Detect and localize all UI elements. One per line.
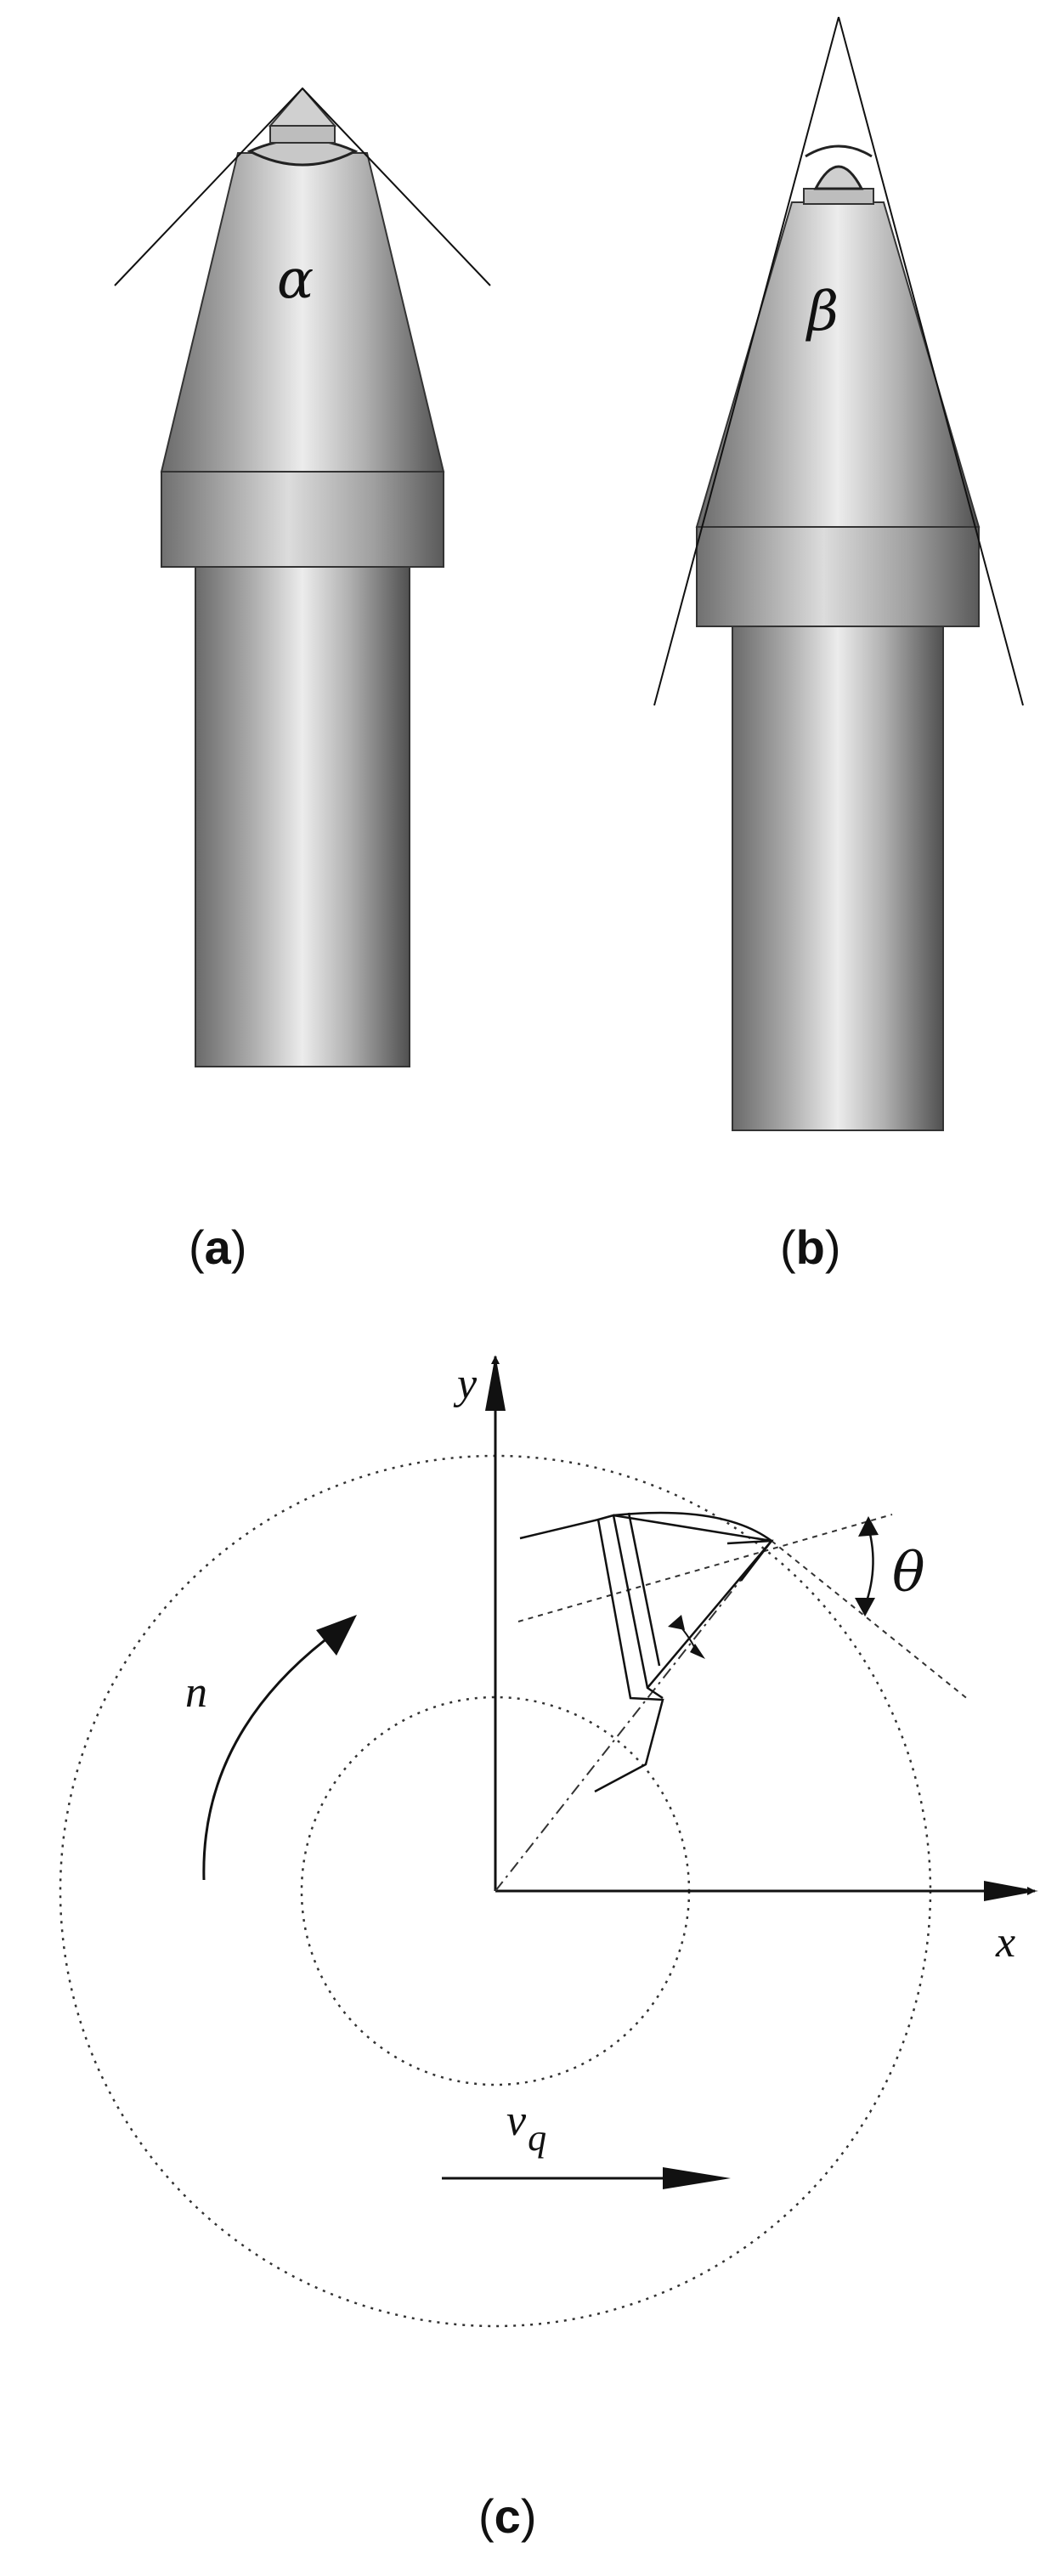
pick-a-tip-point	[268, 87, 337, 127]
pick-a-cone	[160, 152, 445, 473]
pick-axis-dashdot-line	[495, 1540, 772, 1892]
pick-b-tip-point	[813, 165, 864, 190]
pick-a-collar	[161, 471, 444, 568]
pick-body-outline	[597, 1514, 664, 1700]
pick-b-cone-tangent-left	[653, 16, 839, 706]
pick-outline	[519, 1511, 774, 1793]
angle-alpha-label: α	[277, 248, 314, 311]
pick-b-cone-tangent-right	[838, 16, 1024, 706]
panel-a-label: (a)	[189, 1220, 246, 1274]
x-axis-arrowhead	[984, 1881, 1038, 1901]
pick-b-tip-cap	[805, 144, 873, 158]
pick-holder-outline	[519, 1518, 664, 1793]
radial-dashed-line	[517, 1514, 893, 1622]
pick-a-cone-tangent-right	[302, 88, 491, 286]
pick-b: β	[653, 16, 1024, 1131]
tangent-dashed-line	[771, 1540, 969, 1701]
pick-cone-arc	[613, 1511, 772, 1543]
pick-a-tip-step	[269, 125, 336, 144]
rotation-arrowhead	[316, 1615, 357, 1656]
y-axis-arrowhead	[485, 1355, 506, 1411]
pick-tip-triangle	[726, 1539, 774, 1582]
pick-b-cone	[695, 201, 981, 528]
angle-beta-label: β	[805, 280, 839, 343]
y-axis-label: y	[453, 1360, 478, 1408]
pick-b-tip-step	[803, 188, 874, 205]
inner-angle-arrowhead-2	[690, 1644, 705, 1659]
feed-velocity-label: vq	[506, 2097, 546, 2159]
pick-b-shank	[732, 624, 944, 1131]
rotation-label: n	[185, 1668, 207, 1717]
theta-arrowhead-bottom	[855, 1598, 875, 1616]
inner-angle-arrowhead-1	[668, 1615, 685, 1630]
feed-velocity-arrowhead	[663, 2167, 731, 2189]
theta-arrowhead-top	[858, 1516, 879, 1537]
angle-theta-label: θ	[892, 1542, 925, 1605]
panel-b-label: (b)	[780, 1220, 841, 1274]
pick-a: α	[114, 87, 491, 1067]
panel-c-label: (c)	[478, 2489, 536, 2543]
rotation-arrow-arc	[202, 1620, 351, 1881]
pick-a-cone-tangent-left	[114, 88, 303, 286]
pick-b-collar	[696, 526, 980, 627]
x-axis-label: x	[995, 1918, 1015, 1967]
pick-a-shank	[195, 564, 410, 1067]
cutting-kinematics-diagram: x y θ n vq	[59, 1355, 1038, 2328]
pick-inner-line	[627, 1512, 661, 1667]
